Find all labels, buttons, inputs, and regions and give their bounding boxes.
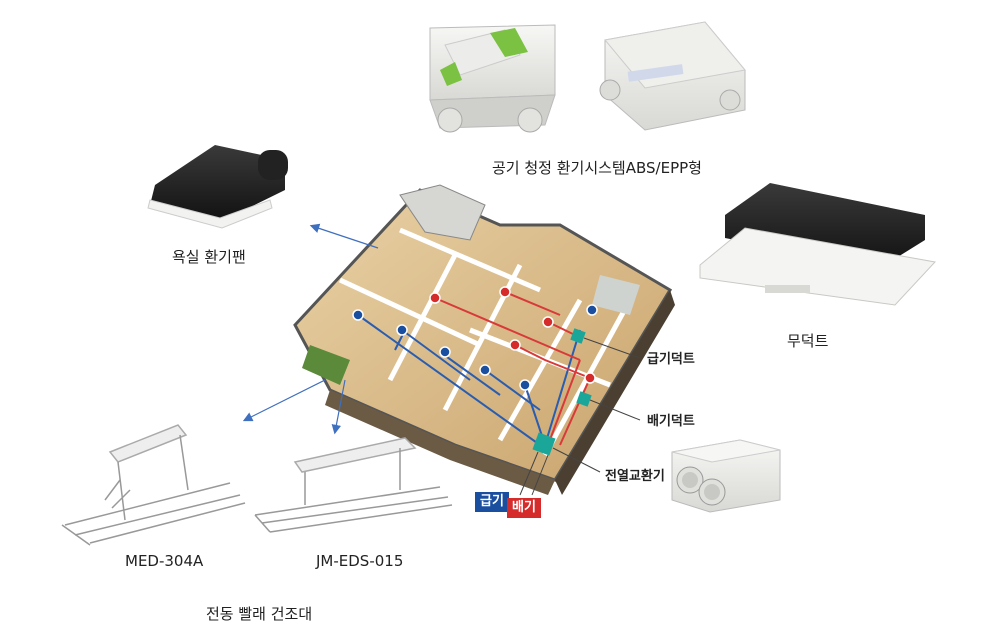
bath-fan-label: 욕실 환기팬 [172,248,246,266]
med-rack-image [61,424,246,546]
no-duct-fan-image [699,183,936,306]
abs-unit-image [429,24,556,133]
exhaust-legend-tag: 배기 [507,498,541,518]
jm-rack-label: JM-EDS-015 [316,552,404,570]
med-rack-label: MED-304A [125,552,204,570]
exhaust-lines [434,291,591,446]
supply-duct-label: 급기덕트 [647,352,695,367]
exhaust-points [429,286,596,384]
jm-rack-image [254,437,453,533]
pointer-arrows [242,223,379,435]
dryer-group-label: 전동 빨래 건조대 [206,605,313,623]
erv-unit-image [671,439,781,513]
exhaust-duct-label: 배기덕트 [647,414,695,429]
callout-lines [519,337,641,496]
bath-fan-image [147,145,288,229]
apartment-floorplan [293,184,675,495]
no-duct-label: 무덕트 [787,332,829,350]
supply-points [352,304,598,391]
duct-nodes [532,328,592,456]
erv-label: 전열교환기 [605,469,665,484]
air-system-label: 공기 청정 환기시스템ABS/EPP형 [492,159,702,177]
supply-legend-tag: 급기 [475,492,509,512]
epp-unit-image [599,21,746,131]
